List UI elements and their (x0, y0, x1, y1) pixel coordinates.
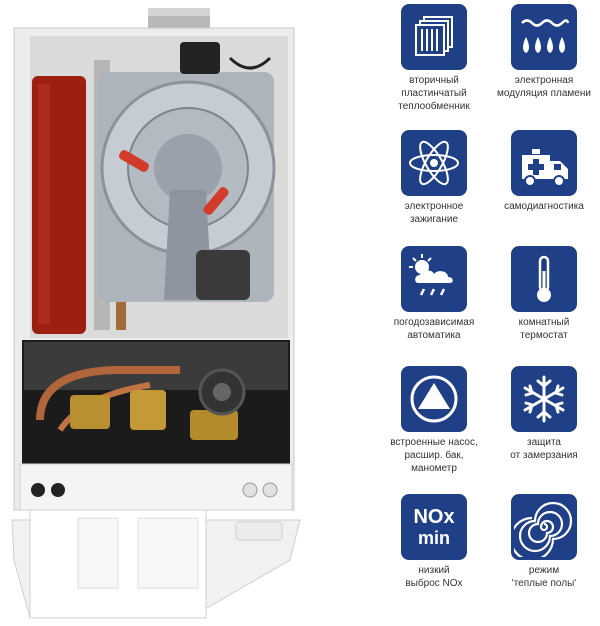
boiler-illustration (11, 8, 301, 619)
flame-modulation-icon (511, 4, 577, 70)
feature-self-diagnostics: самодиагностика (474, 130, 600, 213)
snowflake-icon (511, 366, 577, 432)
feature-floor-heating: режим'теплые полы' (474, 494, 600, 590)
nox-label: NOx (413, 506, 455, 528)
plate-heat-exchanger-icon (401, 4, 467, 70)
self-diagnostics-icon (511, 130, 577, 196)
room-thermostat-icon (511, 246, 577, 312)
min-label: min (417, 528, 450, 548)
electronic-ignition-icon (401, 130, 467, 196)
spiral-icon (511, 494, 577, 560)
nox-icon: NOx min (401, 494, 467, 560)
feature-caption: самодиагностика (504, 201, 584, 212)
feature-builtin-pump: встроенные насос,расшир. бак,манометр (364, 366, 504, 475)
weather-automation-icon (401, 246, 467, 312)
feature-caption: режим'теплые полы' (511, 565, 577, 589)
pump-icon (401, 366, 467, 432)
feature-caption: встроенные насос,расшир. бак,манометр (390, 437, 478, 474)
